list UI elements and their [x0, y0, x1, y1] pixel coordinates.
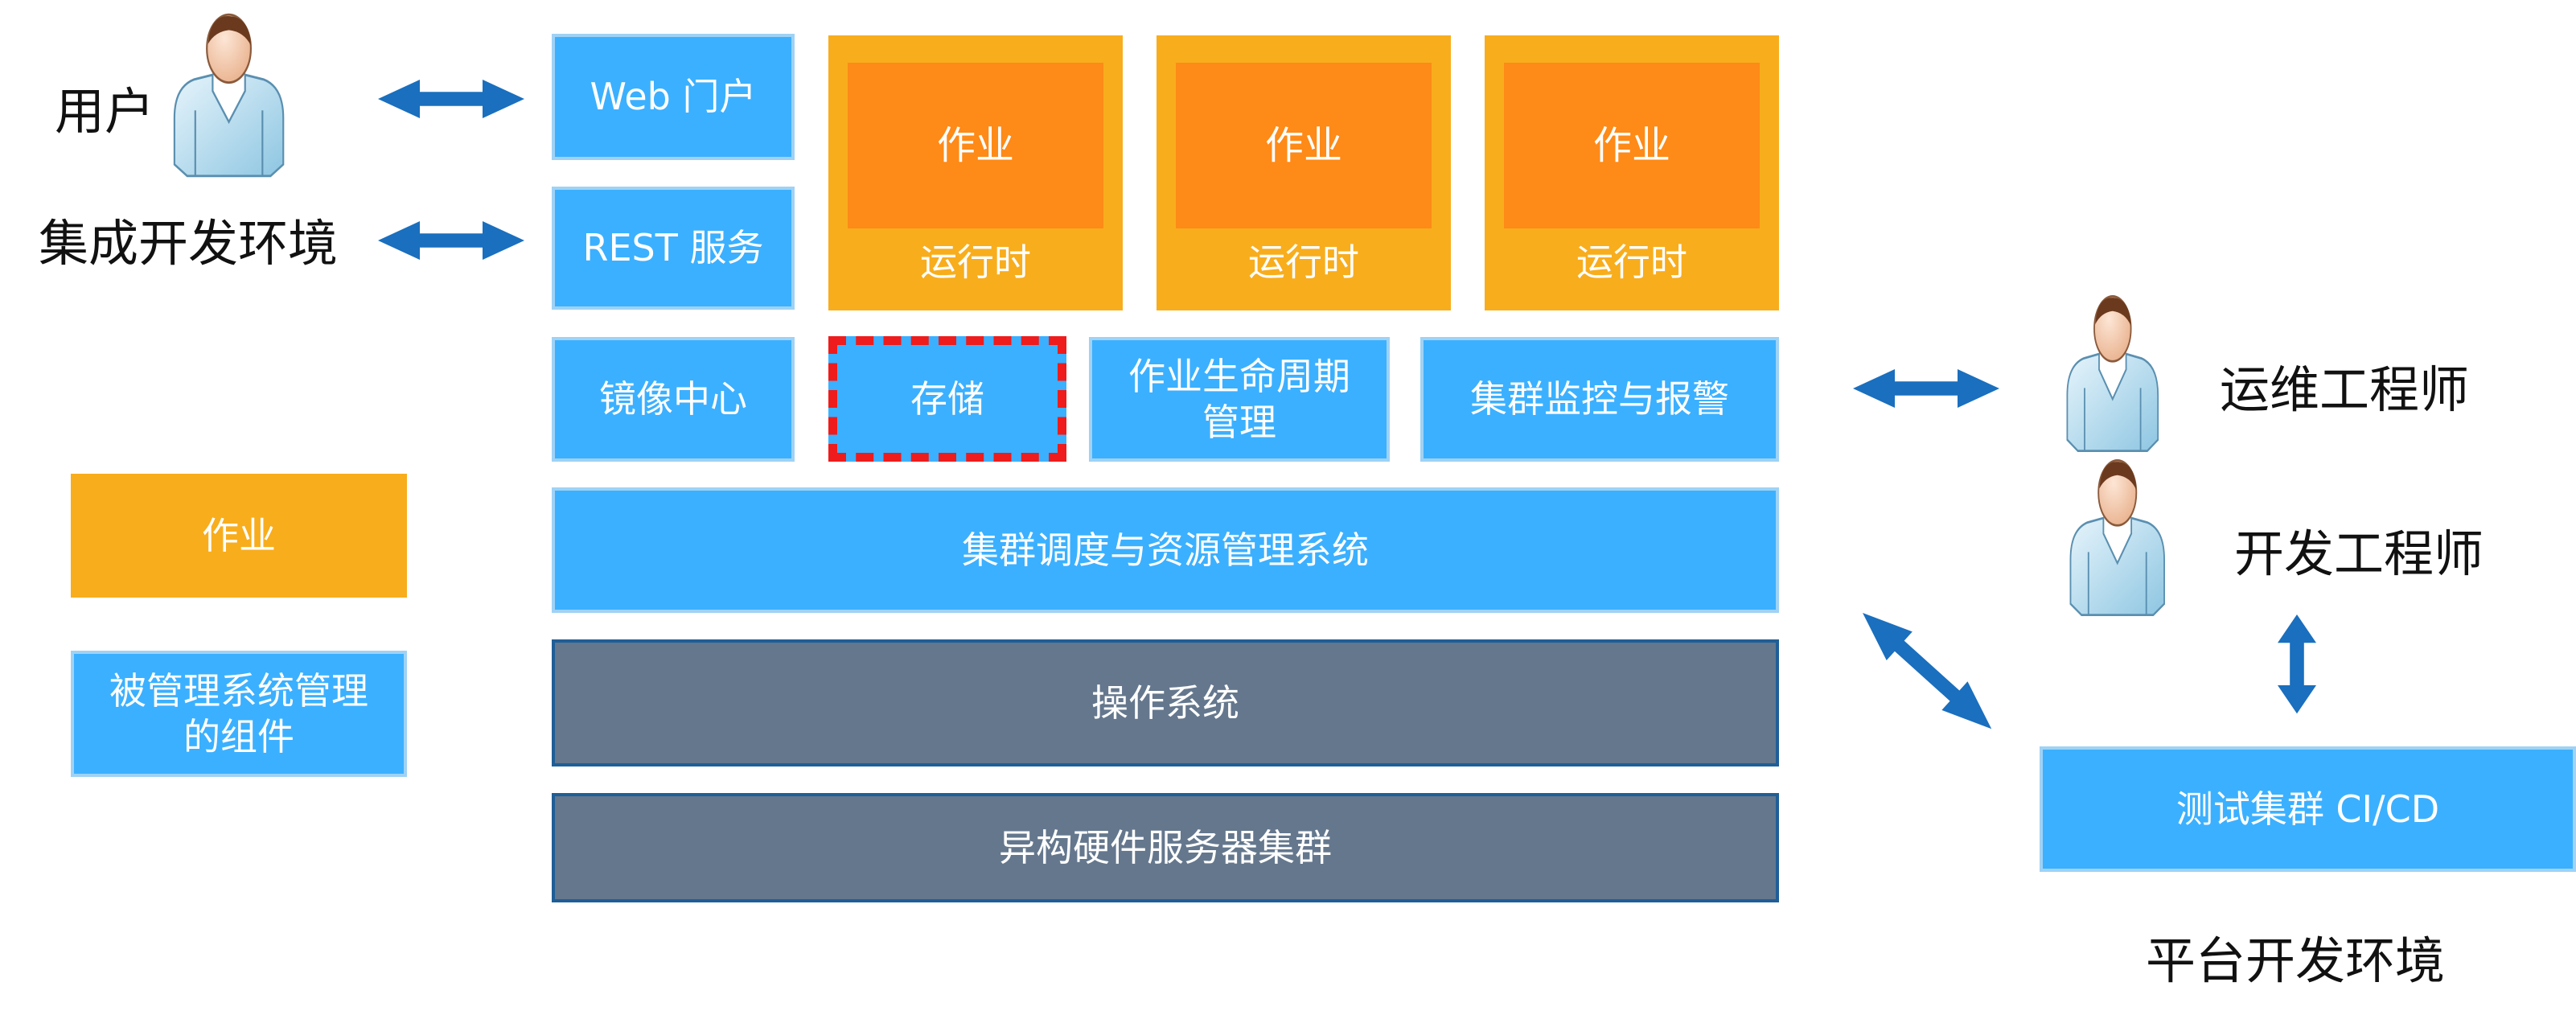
job-label-1: 作业 — [936, 122, 1014, 168]
user-portal-arrow-icon — [378, 80, 524, 118]
runtime-label-2: 运行时 — [1248, 240, 1359, 284]
cluster-monitoring-label: 集群监控与报警 — [1470, 377, 1729, 421]
os-label: 操作系统 — [1091, 680, 1239, 725]
os-layer: 操作系统 — [552, 639, 1779, 766]
dev-engineer-label: 开发工程师 — [2234, 524, 2484, 583]
legend-job-swatch: 作业 — [71, 474, 407, 598]
web-portal-label: Web 门户 — [590, 75, 757, 119]
dev-test-arrow-icon — [2278, 614, 2316, 714]
user-label: 用户 — [55, 82, 155, 141]
runtime-label-1: 运行时 — [920, 240, 1031, 284]
job-block-2: 作业 — [1176, 63, 1432, 228]
user-person-icon — [173, 13, 285, 178]
ide-rest-arrow-icon — [378, 221, 524, 260]
image-center-label: 镜像中心 — [599, 377, 747, 421]
scheduler-layer: 集群调度与资源管理系统 — [552, 487, 1779, 613]
job-label-2: 作业 — [1264, 122, 1342, 168]
legend-managed-swatch: 被管理系统管理 的组件 — [71, 651, 407, 777]
scheduler-label: 集群调度与资源管理系统 — [962, 528, 1369, 572]
runtime-label-3: 运行时 — [1576, 240, 1687, 284]
test-cluster-box: 测试集群 CI/CD — [2040, 746, 2576, 872]
ops-engineer-person-icon — [2066, 294, 2159, 452]
cluster-monitoring-box: 集群监控与报警 — [1420, 337, 1779, 462]
monitoring-ops-arrow-icon — [1853, 369, 1999, 408]
job-lifecycle-box: 作业生命周期 管理 — [1089, 337, 1390, 462]
test-cluster-label: 测试集群 CI/CD — [2175, 787, 2440, 831]
rest-service-box: REST 服务 — [552, 187, 795, 310]
job-block-3: 作业 — [1504, 63, 1760, 228]
image-center-box: 镜像中心 — [552, 337, 795, 462]
platform-env-label: 平台开发环境 — [2146, 931, 2446, 990]
job-runtime-container-3: 作业 运行时 — [1485, 35, 1779, 310]
ops-engineer-label: 运维工程师 — [2220, 360, 2470, 419]
storage-label: 存储 — [910, 376, 984, 421]
hardware-label: 异构硬件服务器集群 — [999, 825, 1332, 869]
hardware-layer: 异构硬件服务器集群 — [552, 793, 1779, 902]
job-lifecycle-label: 作业生命周期 管理 — [1128, 355, 1350, 444]
job-runtime-container-1: 作业 运行时 — [828, 35, 1123, 310]
job-runtime-container-2: 作业 运行时 — [1157, 35, 1451, 310]
web-portal-box: Web 门户 — [552, 34, 795, 160]
ide-label: 集成开发环境 — [39, 214, 339, 273]
scheduler-test-arrow-icon — [1849, 598, 2005, 744]
storage-box: 存储 — [828, 336, 1066, 462]
job-block-1: 作业 — [848, 63, 1103, 228]
job-label-3: 作业 — [1592, 122, 1670, 168]
rest-service-label: REST 服务 — [582, 226, 764, 270]
legend-job-label: 作业 — [202, 513, 276, 557]
dev-engineer-person-icon — [2069, 458, 2166, 616]
legend-managed-label: 被管理系统管理 的组件 — [109, 669, 368, 758]
